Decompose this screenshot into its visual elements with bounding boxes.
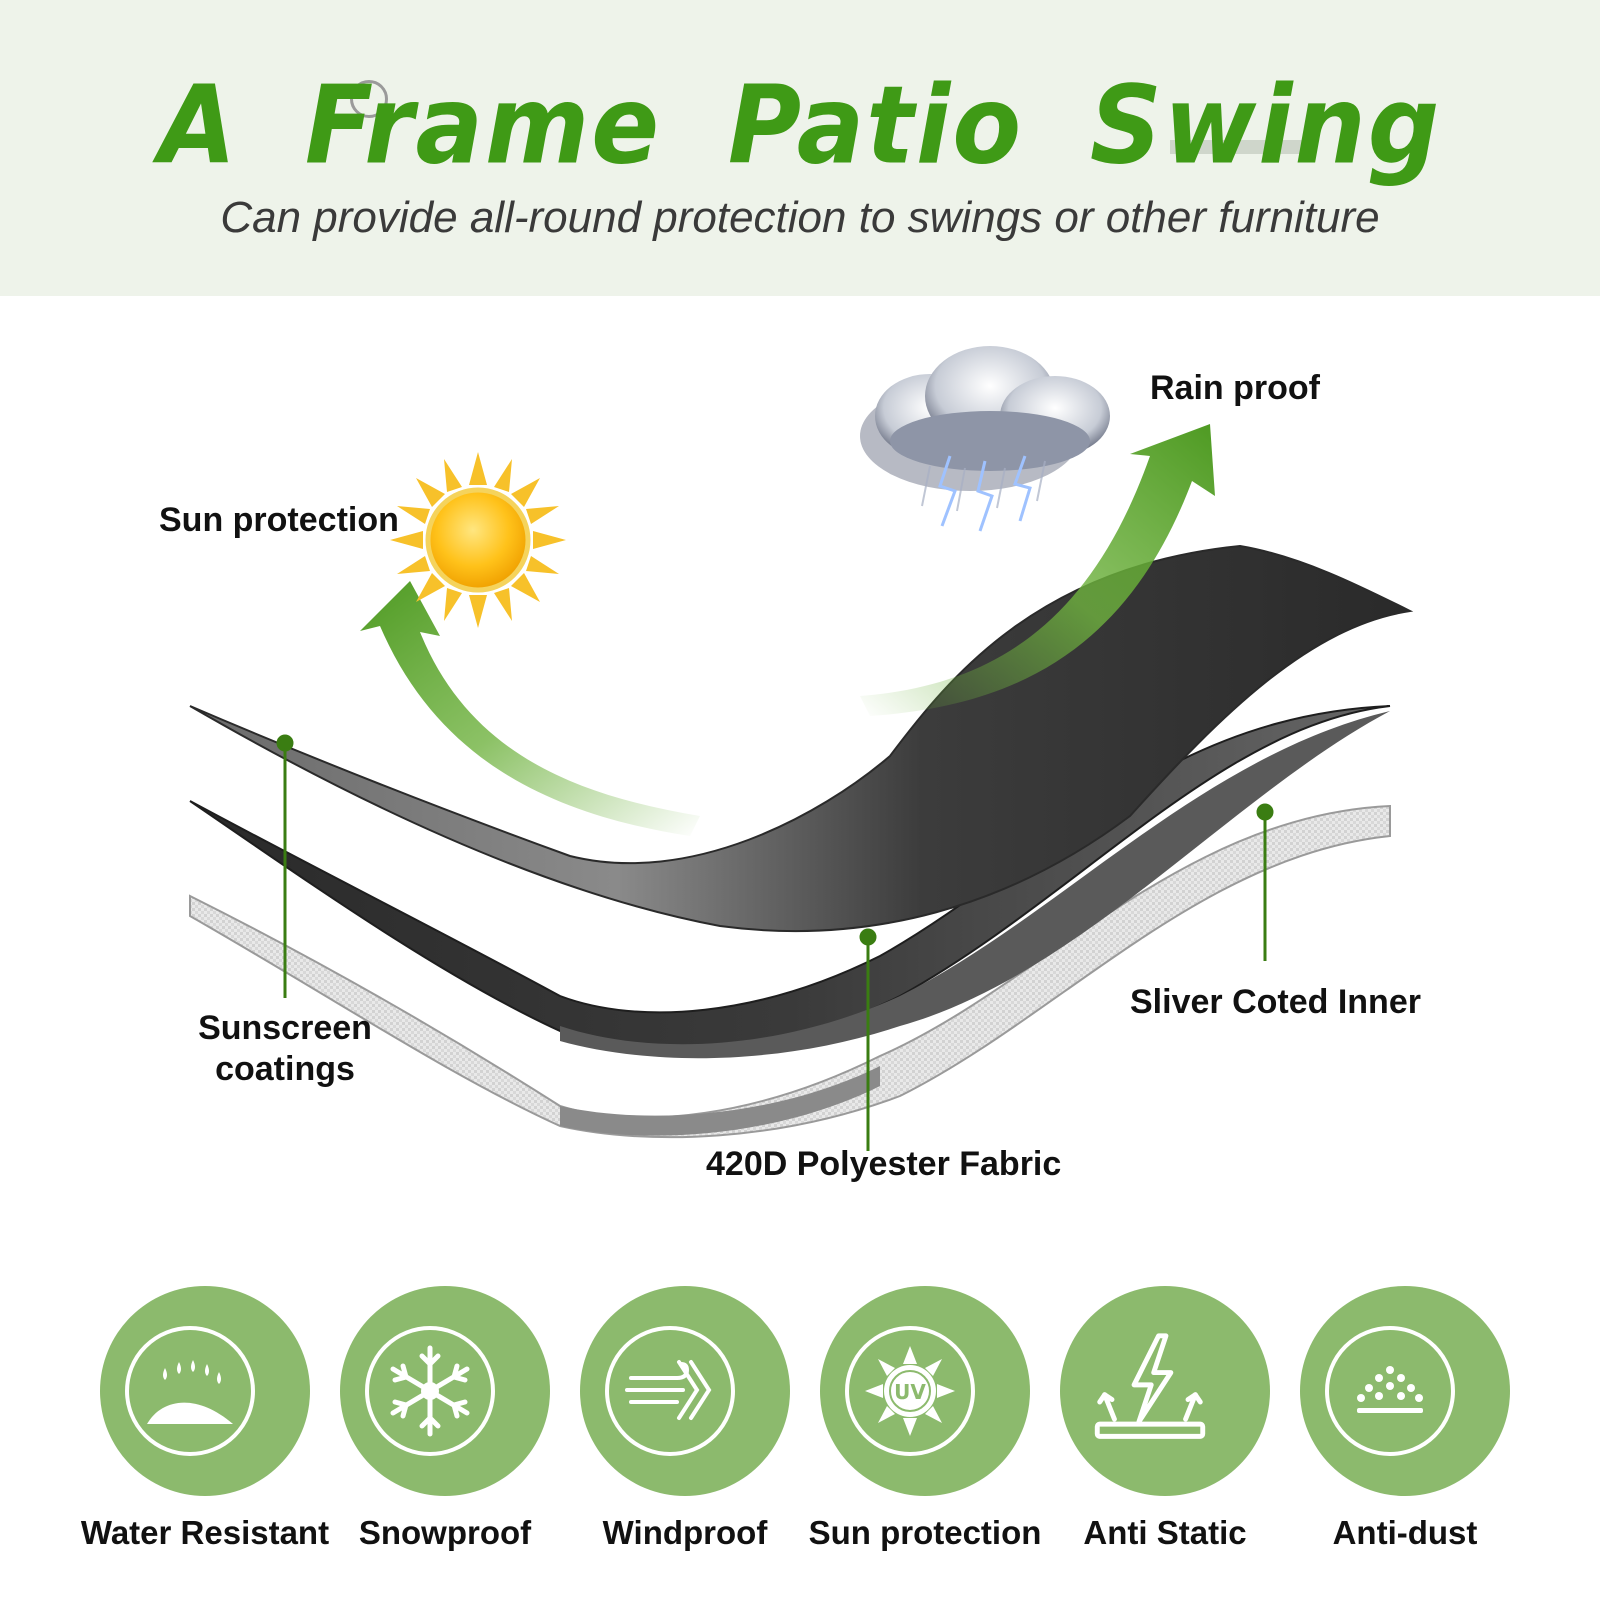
uv-sun-icon: UV [865, 1346, 955, 1436]
feature-circle [1060, 1286, 1270, 1496]
page-subtitle: Can provide all-round protection to swin… [220, 193, 1380, 242]
rain-proof-arrow [860, 424, 1215, 716]
label-polyester-fabric: 420D Polyester Fabric [706, 1145, 1062, 1183]
feature-ring [605, 1326, 735, 1456]
decorative-bar [1170, 140, 1304, 154]
feature-ring [365, 1326, 495, 1456]
dust-icon [1357, 1366, 1423, 1413]
fabric-layers-diagram: Sun protection Rain proof Sunscreen coat… [0, 296, 1600, 1256]
leader-lines [276, 734, 1274, 1151]
layers-illustration [189, 346, 1414, 1151]
lightning-icon [1094, 1333, 1206, 1439]
feature-label: Snowproof [358, 1514, 532, 1551]
label-silver-coated-inner: Sliver Coted Inner [1130, 983, 1421, 1021]
label-sunscreen-coatings: Sunscreen coatings [180, 1008, 390, 1090]
label-sunscreen-line2: coatings [215, 1049, 355, 1088]
feature-ring [1325, 1326, 1455, 1456]
page-title: A Frame Patio Swing [158, 62, 1442, 189]
water-resistant-icon [147, 1360, 233, 1424]
svg-text:UV: UV [894, 1380, 926, 1404]
feature-ring [845, 1326, 975, 1456]
feature-label: Sun protection [808, 1514, 1042, 1551]
feature-label: Anti-dust [1332, 1514, 1478, 1551]
feature-ring [125, 1326, 255, 1456]
wind-icon [625, 1360, 712, 1420]
label-sunscreen-line1: Sunscreen [198, 1009, 372, 1047]
polyester-underside [560, 711, 1390, 1059]
header-banner: A Frame Patio Swing Can provide all-roun… [0, 0, 1600, 296]
sun-icon [390, 452, 566, 628]
decorative-circle [350, 80, 388, 118]
feature-label: Windproof [602, 1514, 768, 1551]
feature-icons-row: Water Resistant Snowproof [0, 1270, 1600, 1600]
feature-label: Anti Static [1083, 1514, 1247, 1551]
snowflake-icon [390, 1345, 470, 1437]
storm-cloud-icon [860, 346, 1110, 532]
feature-label: Water Resistant [80, 1514, 330, 1551]
silver-edge [560, 1066, 880, 1136]
label-sun-protection: Sun protection [159, 501, 399, 539]
sunscreen-coating-layer [189, 544, 1414, 933]
sun-protection-arrow [360, 581, 700, 836]
label-rain-proof: Rain proof [1150, 369, 1320, 407]
